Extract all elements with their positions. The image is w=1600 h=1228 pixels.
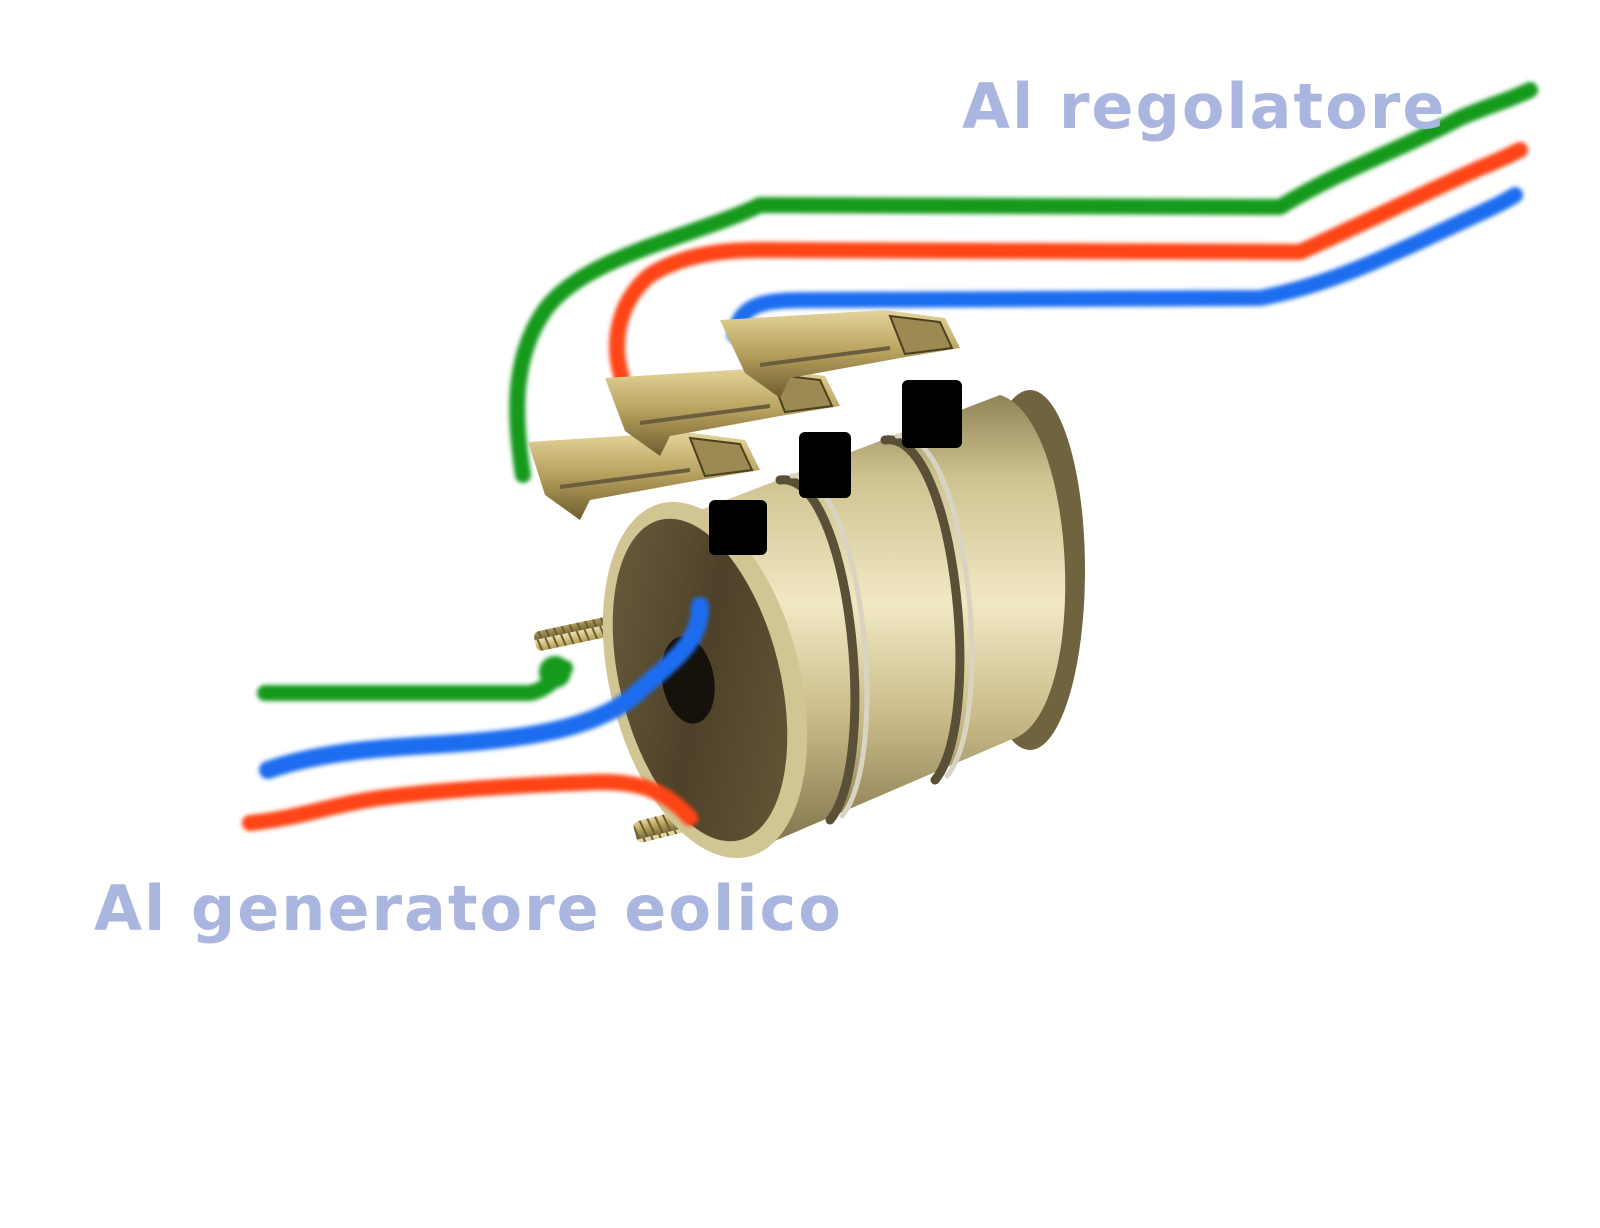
- contact-marker-1: [709, 500, 767, 555]
- green-wire-joint: [539, 656, 571, 688]
- label-regulator: Al regolatore: [962, 70, 1446, 143]
- red-wire-to-generator: [250, 782, 690, 823]
- green-wire-to-generator: [265, 668, 565, 693]
- contact-marker-3: [902, 380, 962, 448]
- contact-marker-2: [799, 432, 851, 498]
- label-wind-generator: Al generatore eolico: [94, 872, 843, 945]
